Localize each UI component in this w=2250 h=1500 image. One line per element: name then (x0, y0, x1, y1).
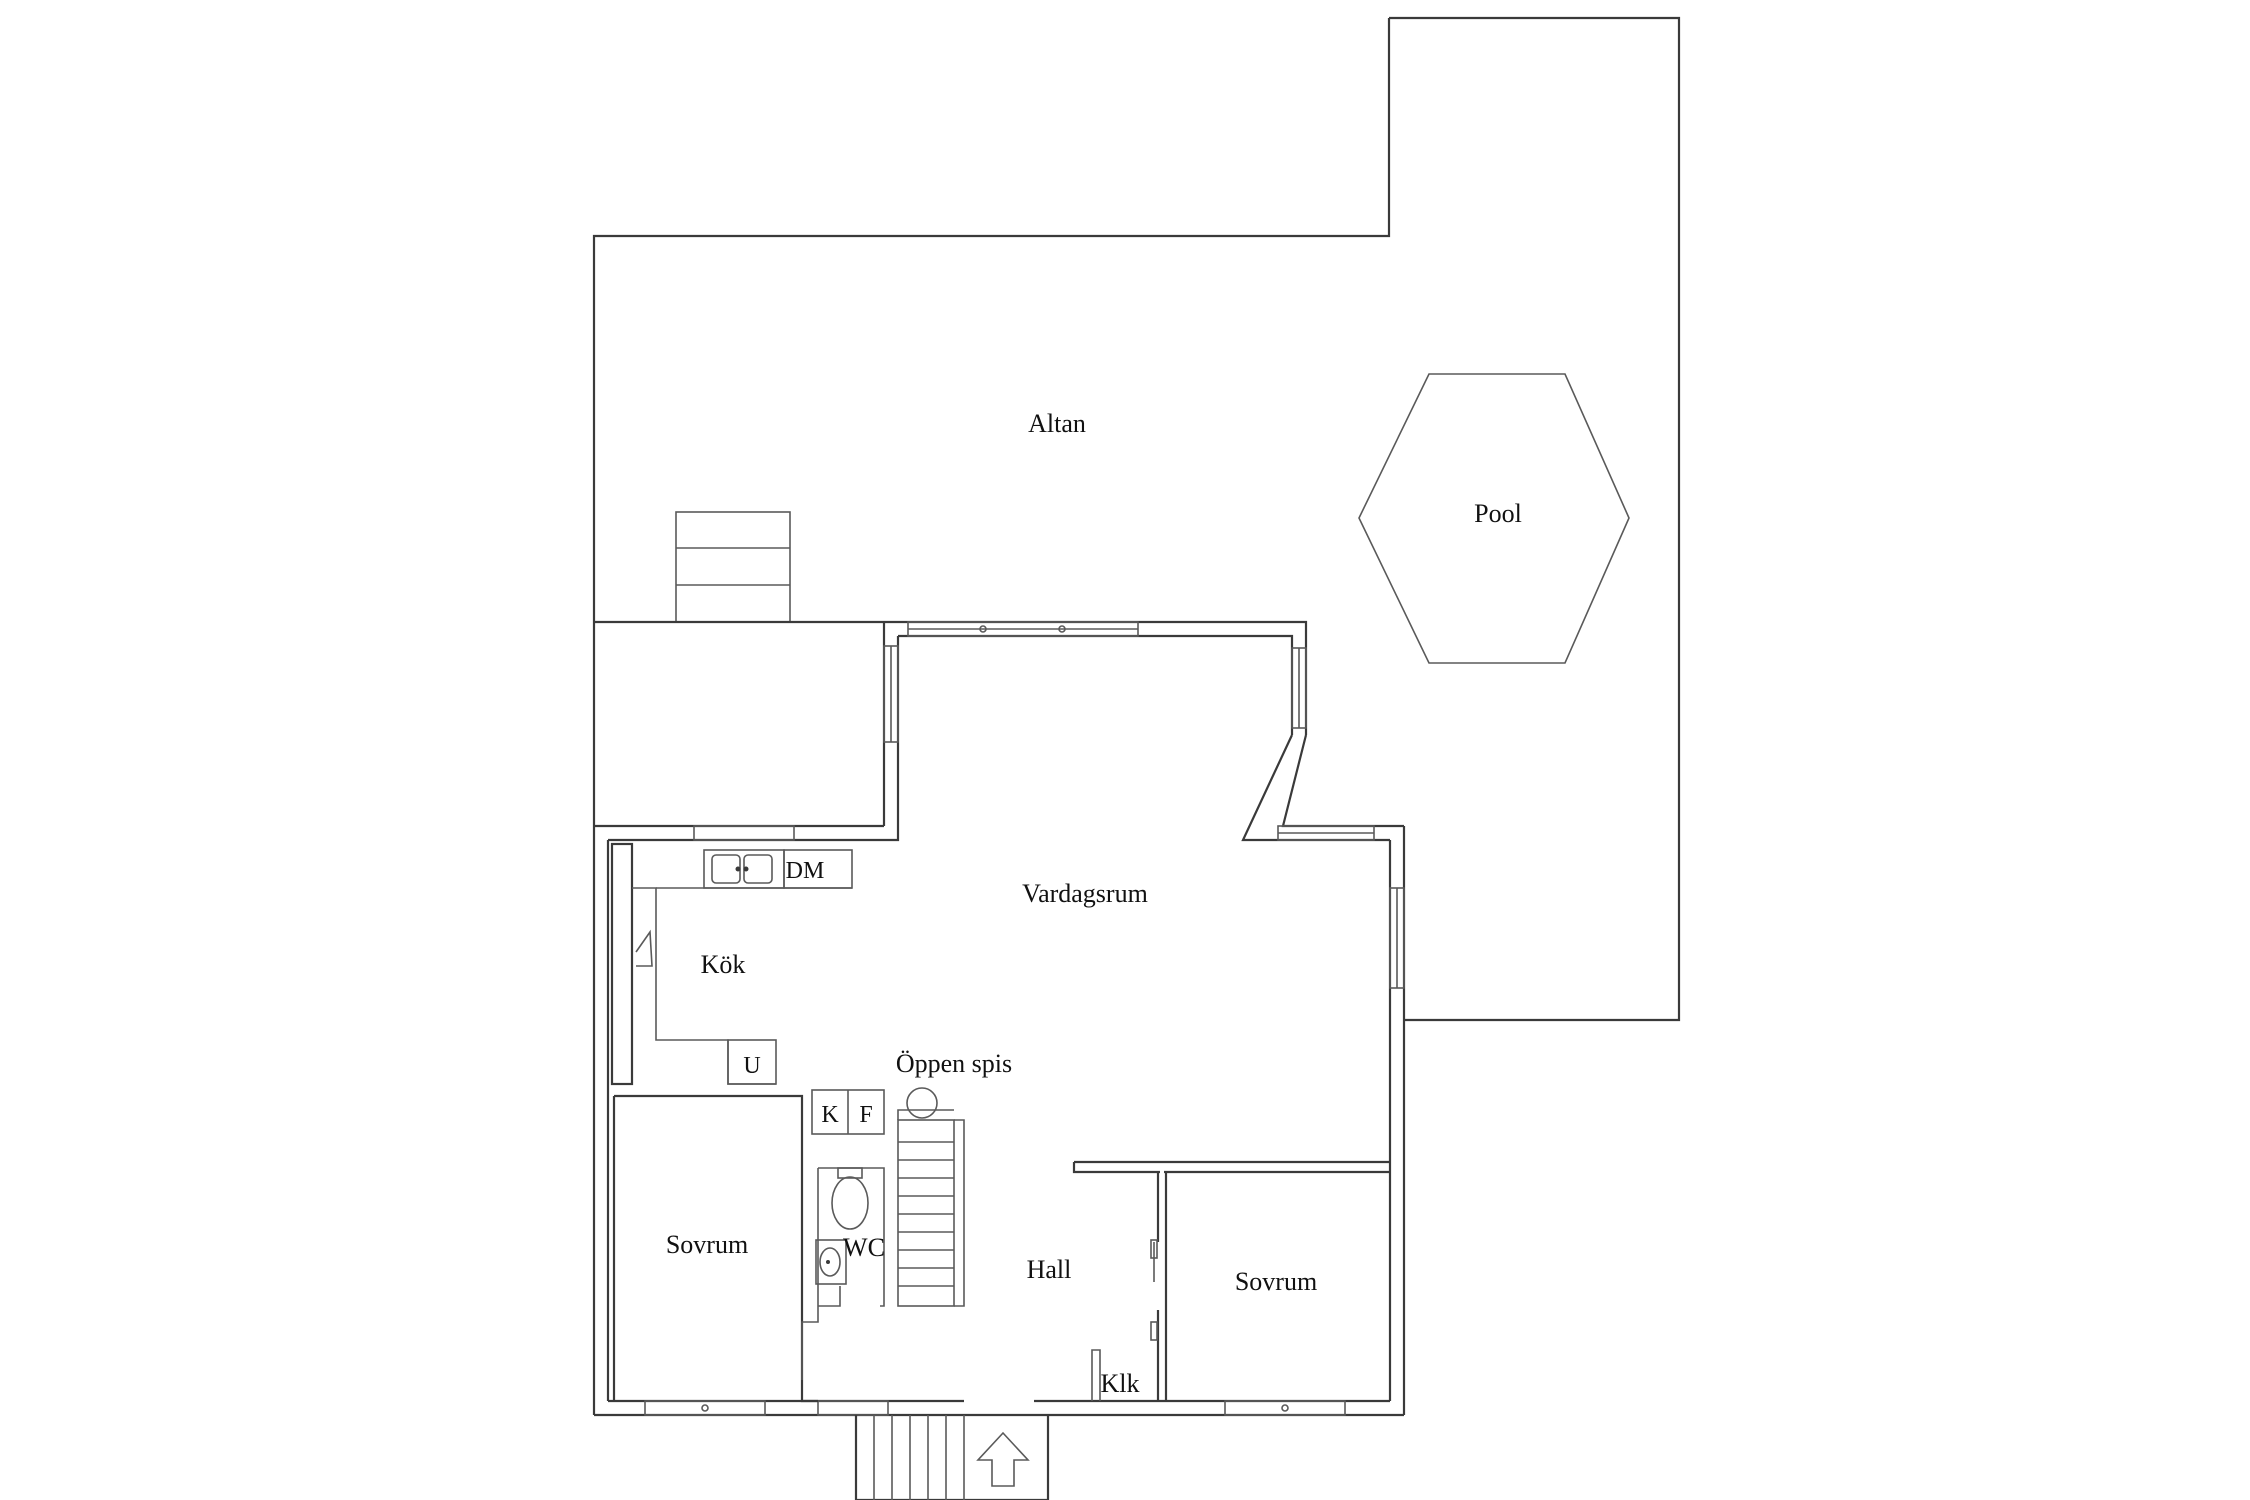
hall-walls (1072, 1160, 1390, 1401)
terrace-outline (592, 16, 1681, 1415)
label-kok: Kök (701, 950, 746, 979)
label-u: U (743, 1053, 760, 1079)
label-f: F (859, 1102, 872, 1128)
wc-room (815, 1167, 885, 1307)
entrance-steps (854, 1415, 1050, 1500)
pool-shape (1358, 373, 1630, 664)
label-oppen-spis: Öppen spis (896, 1049, 1012, 1078)
label-vardagsrum: Vardagsrum (1022, 879, 1148, 908)
label-pool: Pool (1474, 499, 1522, 528)
label-altan: Altan (1028, 409, 1086, 438)
label-hall: Hall (1027, 1255, 1072, 1284)
windows (644, 621, 1405, 1416)
fireplace-symbol (906, 1087, 938, 1119)
label-wc: WC (843, 1233, 885, 1262)
label-k: K (821, 1102, 839, 1128)
covered-patio (594, 620, 886, 826)
room-labels: Altan Pool Vardagsrum Kök DM U Öppen spi… (666, 409, 1522, 1398)
label-sovrum-right: Sovrum (1235, 1267, 1317, 1296)
kitchen (610, 842, 853, 1086)
cupboards (811, 1089, 885, 1135)
house-walls (594, 620, 1406, 1417)
label-dm: DM (786, 858, 825, 884)
terrace-steps (675, 511, 791, 623)
entrance-arrow-icon (976, 1431, 1030, 1487)
staircase (897, 1109, 965, 1307)
label-klk: Klk (1101, 1369, 1140, 1398)
label-sovrum-left: Sovrum (666, 1230, 748, 1259)
bedroom-left-walls (612, 1094, 819, 1403)
